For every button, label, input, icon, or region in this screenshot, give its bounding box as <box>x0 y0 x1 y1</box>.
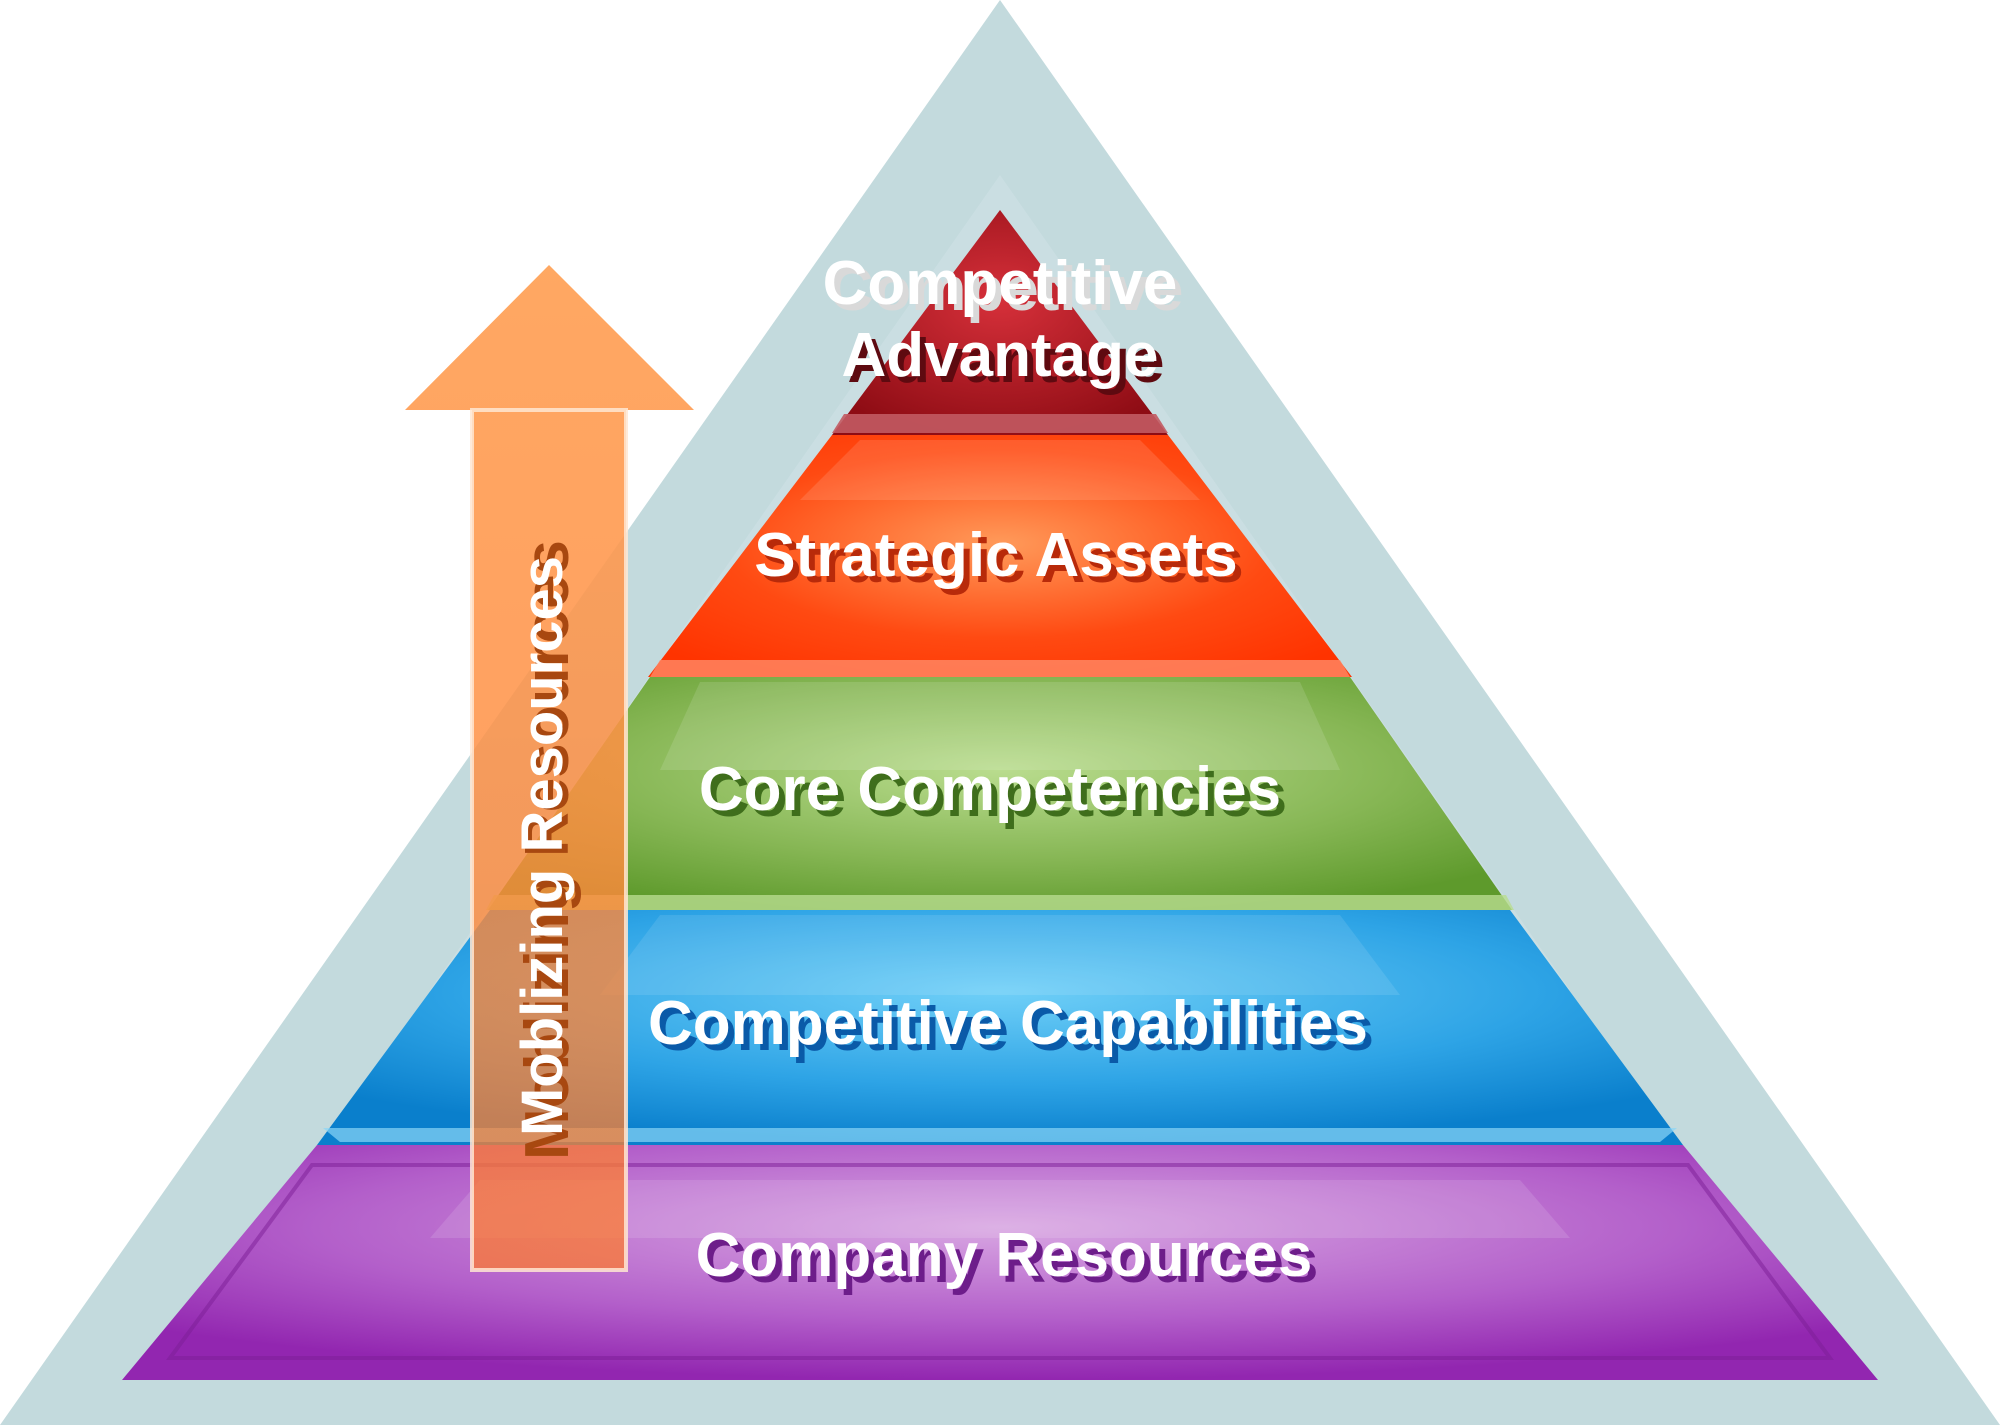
tier-label-competitive: Competitive <box>823 249 1178 318</box>
tier-label-shadow: Strategic Assets <box>760 527 1244 596</box>
tier-competitive-capabilities <box>317 910 1683 1145</box>
mobilizing-arrow: Moblizing Resources Moblizing Resources <box>405 265 694 1272</box>
tier-competitive-advantage <box>832 210 1168 435</box>
tier-label-shadow: Company Resources <box>702 1227 1319 1296</box>
arrow-label: Moblizing Resources <box>510 556 575 1136</box>
arrow-label-shadow: Moblizing Resources <box>513 540 582 1160</box>
tier-label-core-competencies: Core Competencies <box>699 755 1281 824</box>
tier-strategic-assets <box>648 435 1352 677</box>
tier-label-competitive-capabilities: Competitive Capabilities <box>648 989 1368 1058</box>
tier-label-shadow: Advantage <box>848 327 1165 396</box>
tier-label-shadow: Core Competencies <box>705 761 1287 830</box>
tier-labels: Competitive Competitive Advantage Advant… <box>648 249 1374 1296</box>
tier-label-company-resources: Company Resources <box>696 1221 1313 1290</box>
tier-label-strategic-assets: Strategic Assets <box>754 521 1238 590</box>
tier-label-advantage: Advantage <box>842 321 1159 390</box>
tier-core-competencies <box>486 677 1514 910</box>
tier-label-shadow: Competitive Capabilities <box>654 995 1374 1064</box>
arrow-up-icon <box>405 265 694 1270</box>
tier-label-shadow: Competitive <box>829 255 1184 324</box>
